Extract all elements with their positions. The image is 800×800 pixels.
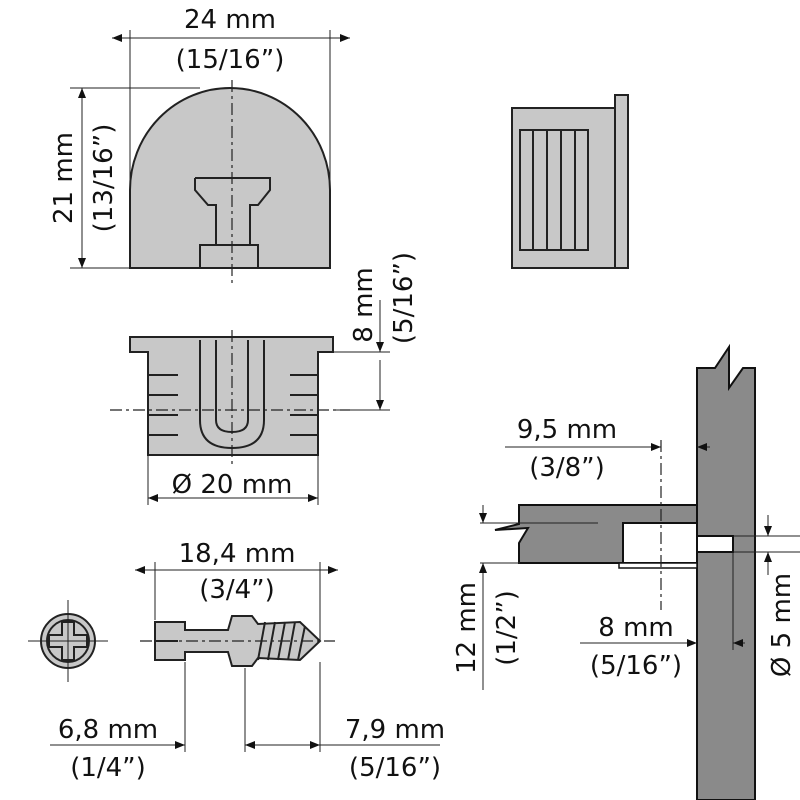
height-mm-label: 21 mm: [49, 132, 79, 224]
head-in-label: (1/4”): [70, 753, 146, 783]
cam-section-view: 8 mm (5/16”) Ø 20 mm: [110, 252, 419, 505]
offset-mm-label: 9,5 mm: [517, 415, 617, 445]
width-in-label: (15/16”): [176, 45, 285, 75]
offset-in-label: (3/8”): [529, 453, 605, 483]
depth-in-label: (5/16”): [389, 252, 419, 344]
bolt-end-view: [28, 600, 108, 682]
length-mm-label: 18,4 mm: [179, 539, 296, 569]
hole-depth-mm-label: 8 mm: [598, 613, 673, 643]
thickness-mm-label: 12 mm: [452, 582, 482, 674]
head-mm-label: 6,8 mm: [58, 715, 158, 745]
hole-diameter-label: Ø 5 mm: [767, 573, 797, 677]
thread-mm-label: 7,9 mm: [345, 715, 445, 745]
thickness-in-label: (1/2”): [492, 590, 522, 666]
depth-mm-label: 8 mm: [349, 267, 379, 342]
diameter-label: Ø 20 mm: [172, 470, 293, 500]
hole-depth-in-label: (5/16”): [590, 651, 682, 681]
height-in-label: (13/16”): [89, 124, 119, 233]
length-in-label: (3/4”): [199, 575, 275, 605]
cam-side-view: [511, 94, 629, 269]
thread-in-label: (5/16”): [349, 753, 441, 783]
installation-view: 9,5 mm (3/8”) 12 mm (1/2”) 8 mm (5/16”) …: [452, 343, 800, 800]
cam-top-view: 24 mm (15/16”) 21 mm (13/16”): [49, 5, 350, 285]
width-mm-label: 24 mm: [184, 5, 276, 35]
bolt: 18,4 mm (3/4”) 6,8 mm (1/4”) 7,9 mm (5/1…: [50, 539, 445, 783]
